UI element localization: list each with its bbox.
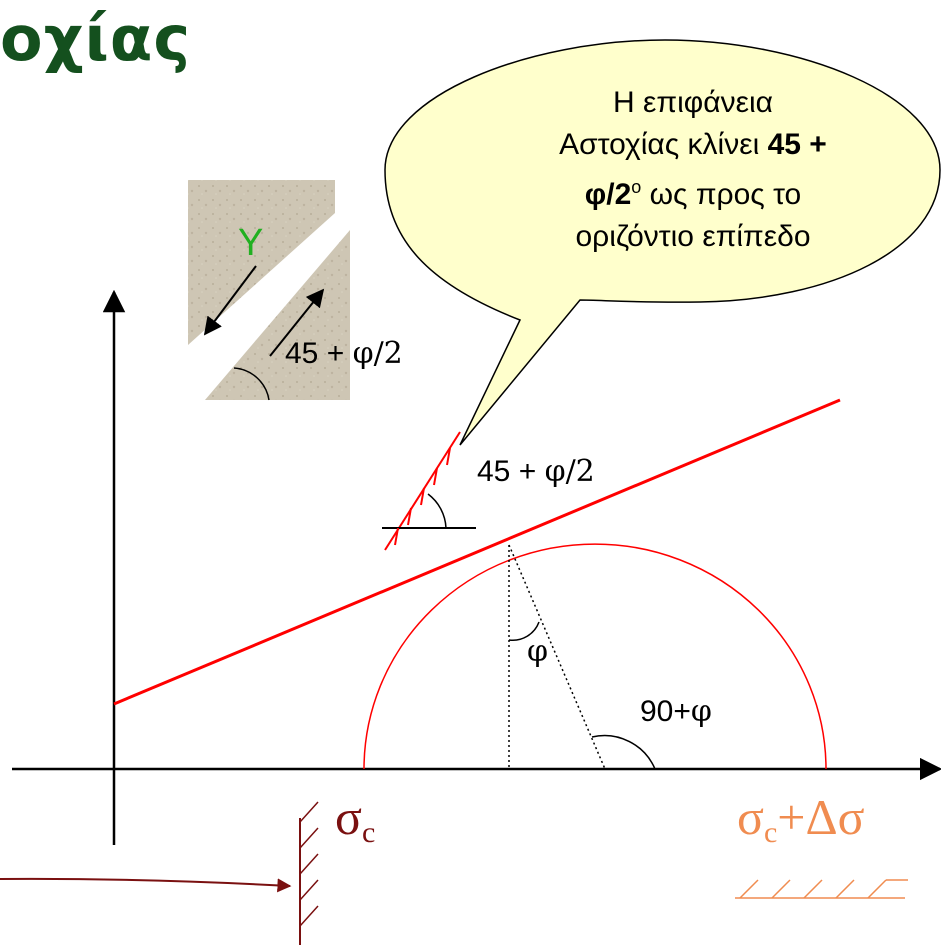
phi-label: φ — [527, 634, 549, 669]
sigma-top-symbol: σ — [737, 789, 764, 845]
degree-sup: ο — [631, 177, 642, 197]
callout-line-3: φ/2ο ως προς το — [478, 166, 908, 216]
sample-angle-phi: φ/2 — [352, 336, 403, 371]
callout-line-2-text: Αστοχίας κλίνει — [559, 128, 768, 161]
sigma-c-sub: c — [361, 816, 376, 849]
center-angle-arc — [591, 734, 656, 770]
plane-angle-label: 45 + φ/2 — [477, 454, 595, 489]
shear-arrow-down — [203, 265, 257, 336]
sample-angle-label: 45 + φ/2 — [285, 336, 403, 371]
left-hatched-wall — [299, 801, 319, 945]
shear-label: Y — [238, 222, 264, 264]
sigma-c-label: σc — [335, 788, 375, 850]
sigma-top-sub: c — [763, 816, 778, 849]
sigma-top-suffix: +Δσ — [777, 789, 865, 845]
callout-bubble — [384, 39, 941, 446]
sigma-c-symbol: σ — [335, 789, 362, 845]
center-angle-num: 90+ — [640, 695, 691, 728]
sample-angle-num: 45 + — [285, 337, 353, 370]
callout-line-2-bold: 45 + — [767, 128, 827, 161]
plane-angle-num: 45 + — [477, 455, 545, 488]
callout-line-3-bold: φ/2 — [584, 178, 632, 211]
center-angle-phi: φ — [690, 694, 712, 729]
callout-line-4: οριζόντιο επίπεδο — [575, 220, 811, 253]
center-angle-label: 90+φ — [640, 694, 712, 729]
radius-dotted-line — [508, 544, 606, 770]
plane-angle-phi: φ/2 — [544, 454, 595, 489]
failure-envelope — [113, 398, 841, 706]
sample-angle-arc — [233, 367, 270, 401]
right-hatched-ground — [735, 879, 908, 899]
callout-line-2: Αστοχίας κλίνει 45 + — [478, 124, 908, 166]
callout-line-3-text: ως προς το — [641, 178, 802, 211]
sigma-top-label: σc+Δσ — [737, 788, 865, 850]
mohr-circle — [363, 543, 827, 770]
shear-arrow-up — [269, 288, 325, 357]
page-title: οχίας — [0, 2, 192, 75]
phi-angle-arc — [508, 621, 540, 641]
callout-line-1: Η επιφάνεια — [613, 86, 773, 119]
load-arrow — [0, 877, 292, 893]
soil-sample — [188, 180, 350, 401]
failure-plane-sketch — [382, 431, 476, 551]
callout-text: Η επιφάνεια Αστοχίας κλίνει 45 + φ/2ο ως… — [478, 82, 908, 258]
